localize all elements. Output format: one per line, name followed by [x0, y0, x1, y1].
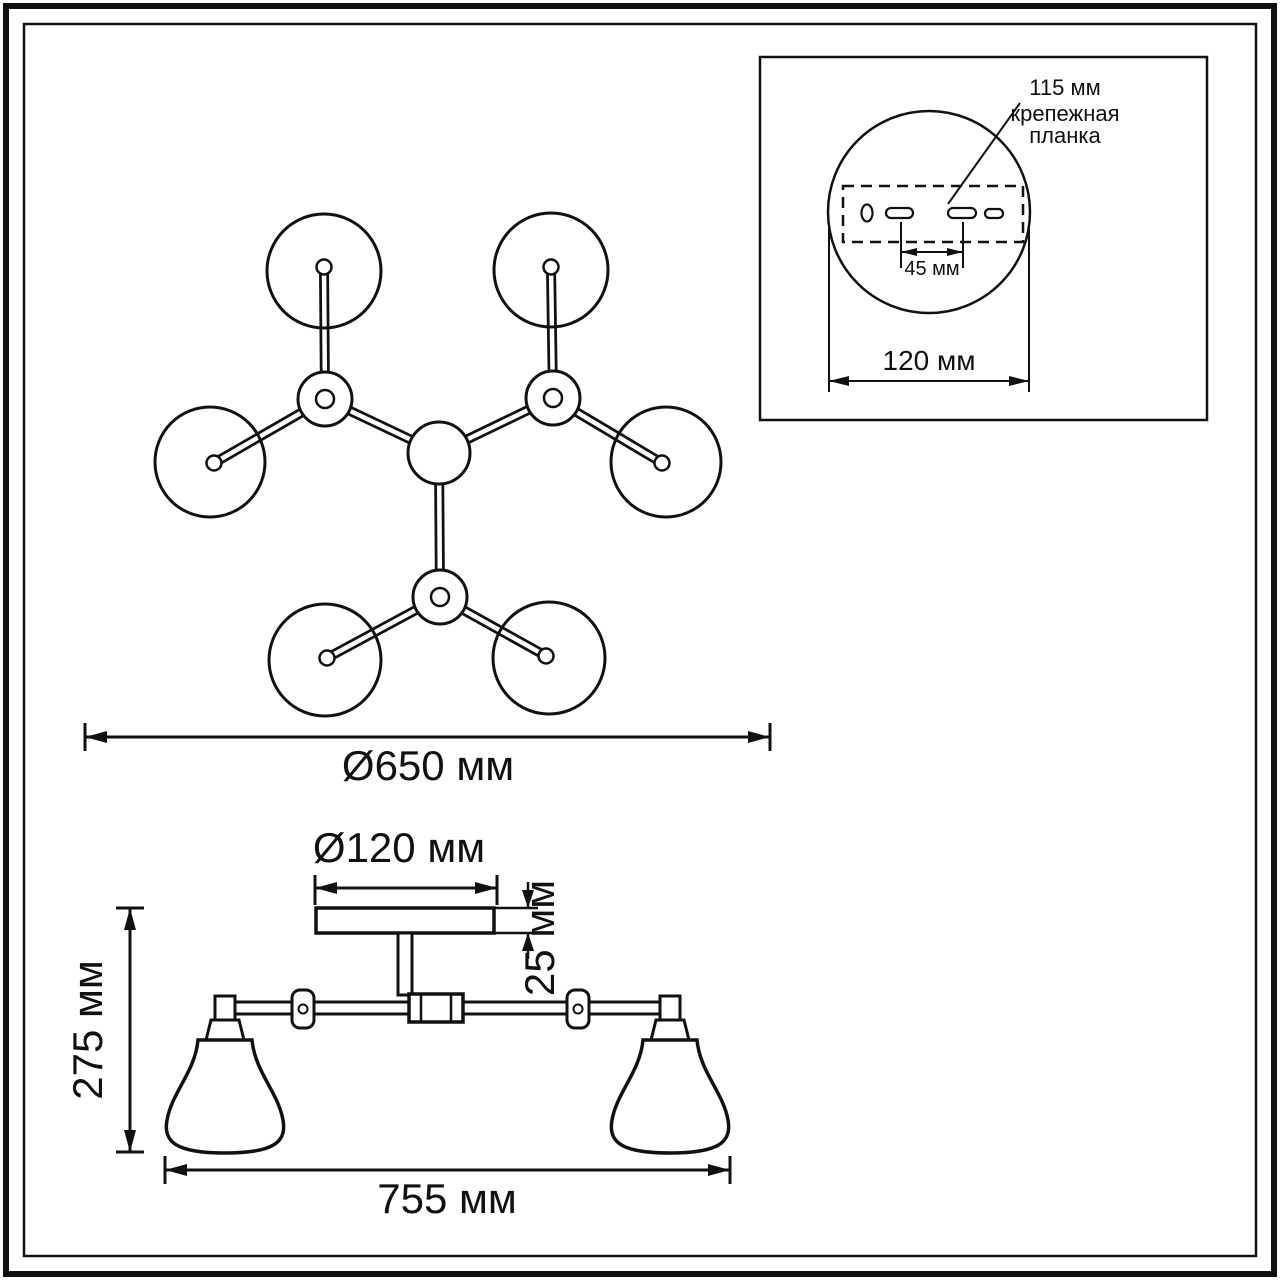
- hub-hole: [429, 586, 451, 608]
- lampshade-circle: [609, 405, 723, 519]
- hub-hole: [542, 387, 564, 409]
- arrowhead-icon: [1009, 376, 1029, 386]
- lampshade-circles: [153, 211, 723, 718]
- lampshade-circle: [153, 405, 267, 519]
- arrowhead-icon: [522, 890, 534, 908]
- bracket-slot: [884, 206, 915, 220]
- bracket-offset-label: 115 мм: [1029, 75, 1100, 100]
- lampshade-circle: [267, 602, 383, 718]
- dimension-slot-spacing: 45 мм: [900, 222, 964, 280]
- arrowhead-icon: [315, 882, 337, 894]
- bar-joint: [565, 988, 591, 1030]
- arrowhead-icon: [901, 248, 917, 256]
- dimension-canopy-diameter: Ø120 мм: [313, 824, 499, 905]
- overall-diameter-label: Ø650 мм: [342, 742, 514, 789]
- dimension-fixture-width: 755 мм: [163, 1156, 732, 1222]
- arrowhead-icon: [475, 882, 497, 894]
- dimension-canopy-height: 25 мм: [494, 880, 563, 996]
- bracket-name-label-line2: планка: [1029, 123, 1101, 148]
- canopy-diameter-label: Ø120 мм: [313, 824, 485, 871]
- side-view-drawing: Ø120 мм 25 мм: [64, 824, 732, 1222]
- central-stem: [396, 931, 414, 997]
- arrowhead-icon: [124, 908, 136, 930]
- lamp-socket: [649, 1018, 691, 1042]
- bracket-hole: [860, 203, 874, 223]
- arrowhead-icon: [748, 731, 770, 743]
- central-hub: [406, 420, 472, 486]
- arrowhead-icon: [165, 1164, 187, 1176]
- dimension-fixture-height: 275 мм: [64, 906, 144, 1154]
- joint-bolt: [572, 1003, 584, 1015]
- plate-width-label: 120 мм: [883, 345, 976, 376]
- lamp-socket: [204, 1018, 246, 1042]
- inset-frame: [758, 55, 1209, 422]
- mounting-plate-inset: 115 мм крепежная планка 45 мм 120 мм: [758, 55, 1209, 422]
- central-mount-block: [407, 992, 465, 1024]
- ceiling-canopy: [314, 906, 496, 935]
- arm-hubs: [296, 369, 582, 626]
- lampshade-side: [164, 1038, 286, 1155]
- mounting-bracket-outline: [841, 184, 1025, 244]
- canopy-outline: [826, 109, 1032, 315]
- bar-end-block: [213, 994, 237, 1022]
- bar-joint: [290, 988, 316, 1030]
- dimension-overall-diameter: Ø650 мм: [83, 723, 772, 789]
- lampshade-circle: [491, 600, 607, 716]
- arm-end-sockets: [205, 258, 671, 667]
- bracket-name-label-line1: крепежная: [1010, 101, 1119, 126]
- bar-end-block: [658, 994, 682, 1022]
- arrowhead-icon: [829, 376, 849, 386]
- bracket-slot: [983, 207, 1005, 220]
- lampshade-circle: [265, 212, 383, 330]
- arrowhead-icon: [708, 1164, 730, 1176]
- hub-hole: [314, 388, 336, 410]
- lampshade-circle: [492, 211, 610, 329]
- arrowhead-icon: [124, 1130, 136, 1152]
- inner-border: [22, 22, 1258, 1258]
- slot-spacing-label: 45 мм: [904, 258, 959, 280]
- joint-bolt: [297, 1003, 309, 1015]
- bracket-slots: [860, 203, 1005, 223]
- arrowhead-icon: [85, 731, 107, 743]
- fixture-height-label: 275 мм: [64, 960, 111, 1100]
- arrowhead-icon: [947, 248, 963, 256]
- arrowhead-icon: [522, 933, 534, 951]
- lampshade-side: [609, 1038, 731, 1155]
- outer-border: [3, 3, 1277, 1277]
- dimension-plate-width: 120 мм: [828, 224, 1030, 392]
- fixture-width-label: 755 мм: [377, 1175, 517, 1222]
- top-view-drawing: Ø650 мм: [83, 211, 772, 789]
- canopy-height-label: 25 мм: [516, 880, 563, 996]
- leader-line: [947, 102, 1021, 205]
- bracket-slot: [946, 206, 978, 220]
